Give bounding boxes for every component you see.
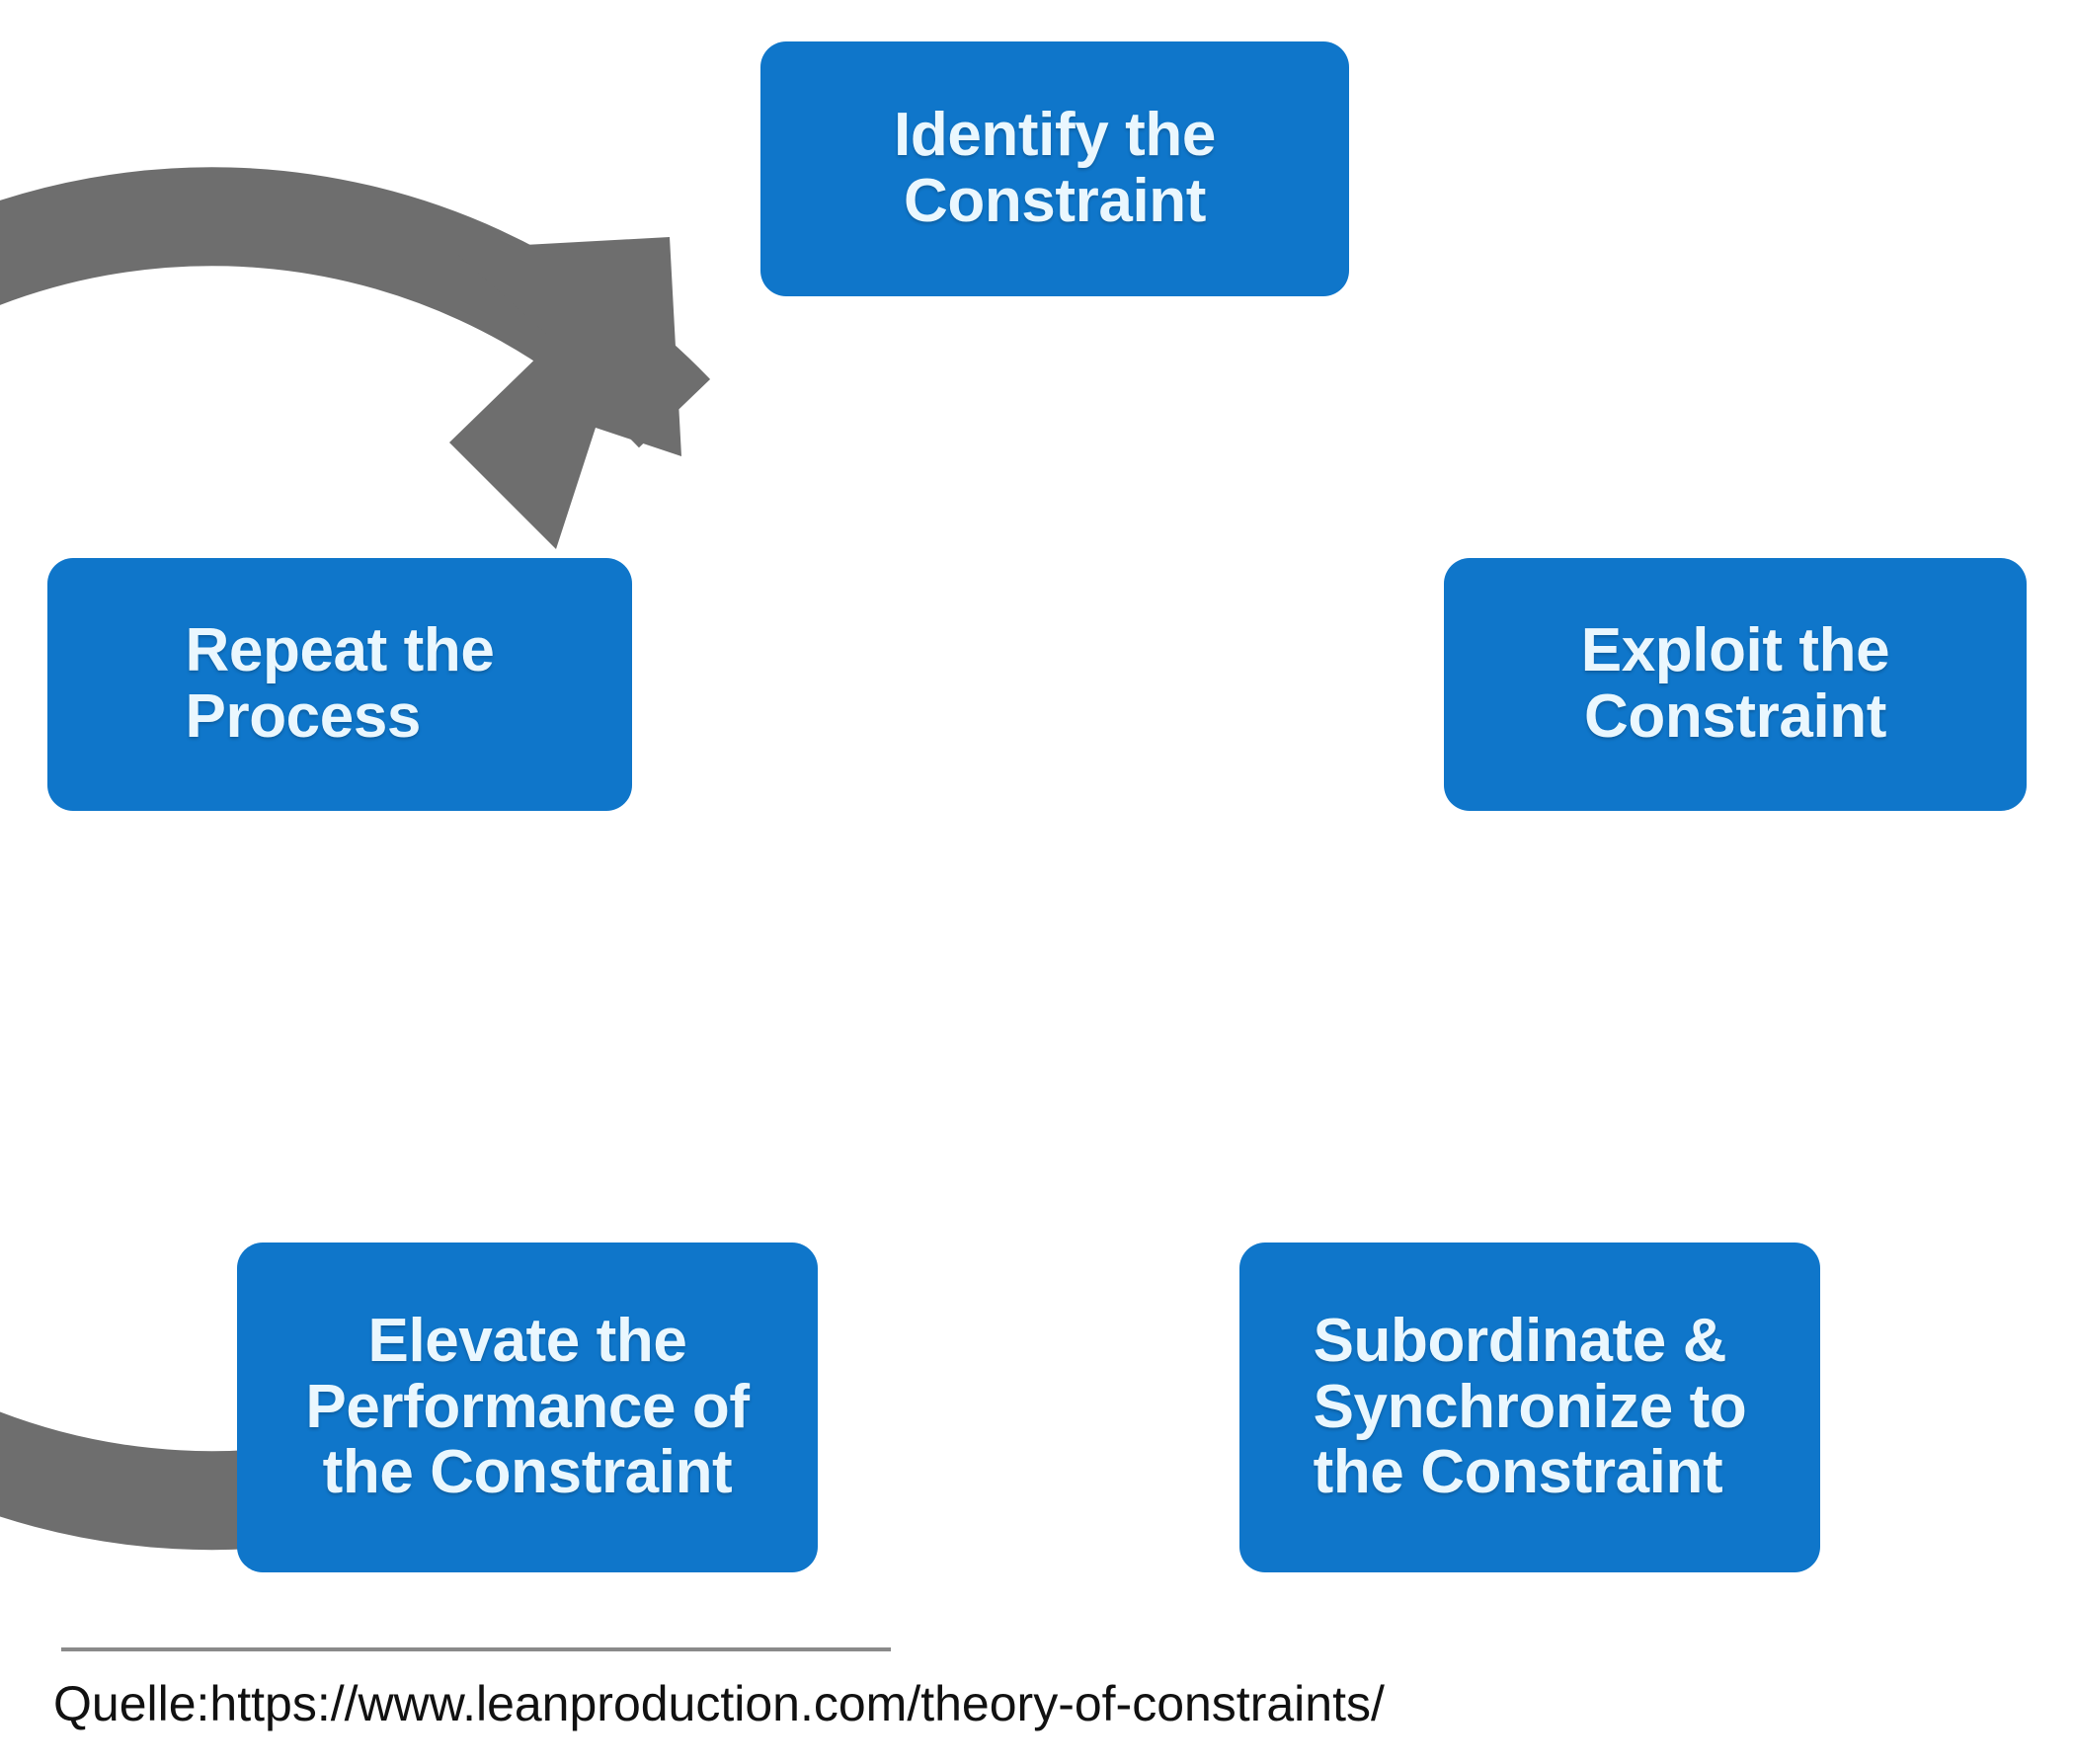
node-exploit-label: Exploit the Constraint: [1580, 616, 1890, 751]
node-elevate-label: Elevate the Performance of the Constrain…: [305, 1306, 750, 1507]
footer: Quelle:https://www.leanproduction.com/th…: [0, 1640, 2074, 1764]
node-elevate-the-performance-of-the-constraint[interactable]: Elevate the Performance of the Constrain…: [237, 1243, 818, 1572]
ring-arc: [0, 167, 710, 1551]
node-subordinate-label: Subordinate & Synchronize to the Constra…: [1313, 1306, 1747, 1507]
node-exploit-the-constraint[interactable]: Exploit the Constraint: [1444, 558, 2027, 811]
node-identify-label: Identify the Constraint: [894, 101, 1216, 235]
footer-divider: [61, 1647, 891, 1651]
node-subordinate-synchronize-to-the-constraint[interactable]: Subordinate & Synchronize to the Constra…: [1239, 1243, 1820, 1572]
node-repeat-label: Repeat the Process: [185, 616, 495, 751]
arrowhead-icon: [449, 237, 681, 549]
source-credit-text: Quelle:https://www.leanproduction.com/th…: [53, 1676, 1385, 1731]
node-identify-the-constraint[interactable]: Identify the Constraint: [760, 41, 1349, 296]
node-repeat-the-process[interactable]: Repeat the Process: [47, 558, 632, 811]
cycle-ring-band: [0, 167, 710, 1551]
